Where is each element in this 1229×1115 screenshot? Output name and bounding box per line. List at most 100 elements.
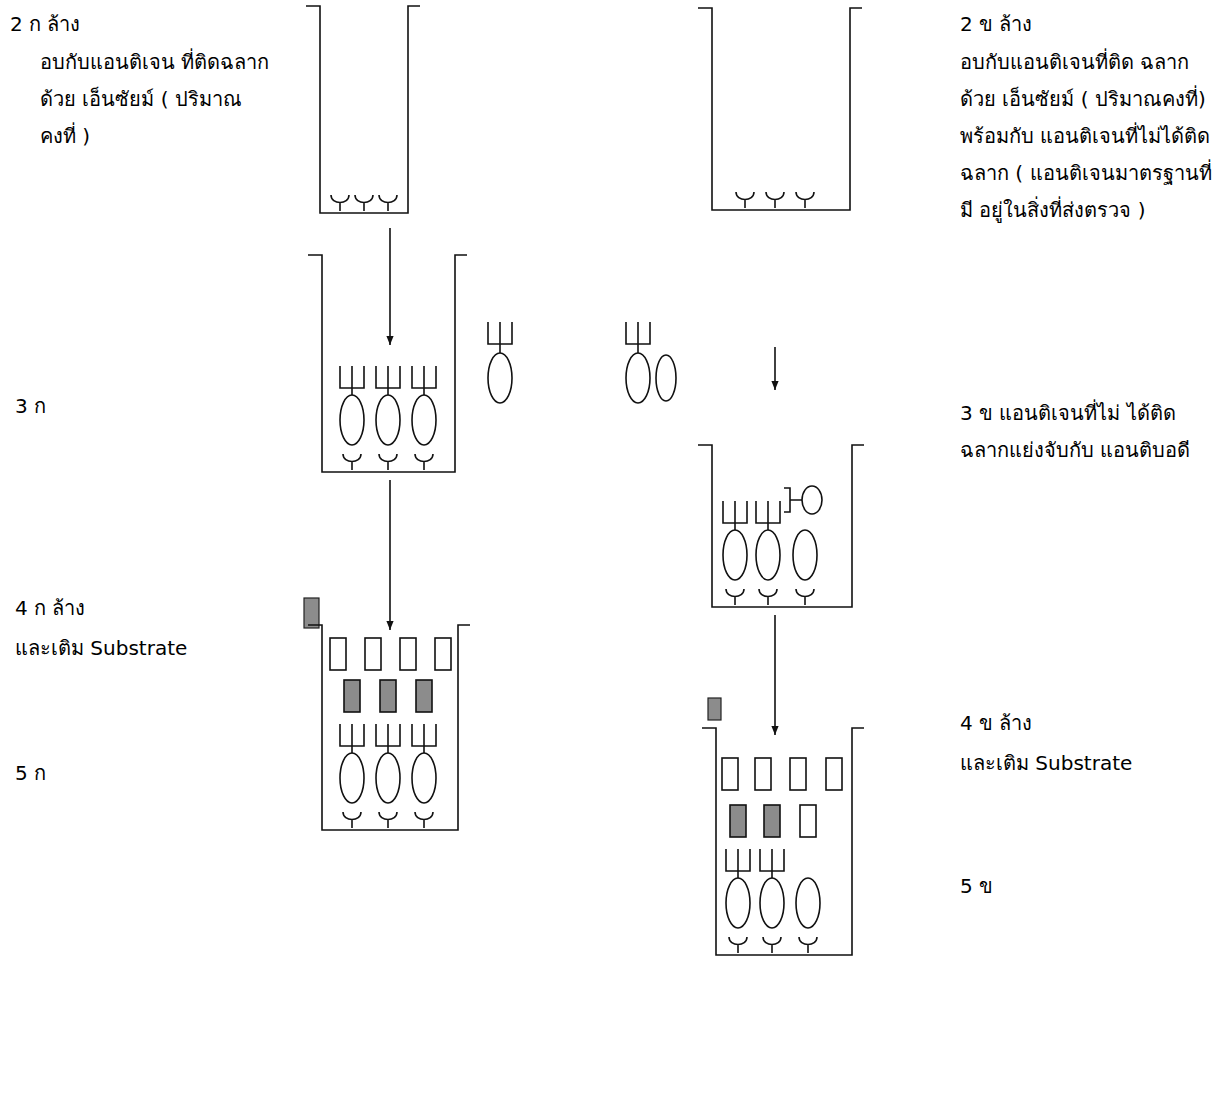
substrate-symbol bbox=[304, 598, 319, 628]
antibody-symbol bbox=[759, 589, 777, 605]
well-group bbox=[698, 445, 864, 607]
well-outline bbox=[308, 255, 467, 472]
enzyme-labelled-antigen bbox=[626, 322, 676, 403]
antibody-symbol bbox=[784, 488, 802, 512]
step-note: และเติม Substrate bbox=[15, 630, 265, 667]
step-heading: 5 ก bbox=[15, 755, 135, 792]
coloured-product bbox=[416, 680, 432, 712]
substrate-symbol bbox=[365, 638, 381, 670]
enzyme-symbol bbox=[626, 322, 650, 353]
antibody-symbol bbox=[415, 812, 433, 828]
enzyme-symbol bbox=[412, 724, 436, 753]
antigen-oval bbox=[723, 530, 747, 580]
antigen-oval bbox=[340, 753, 364, 803]
step-heading: 2 ก ล้าง bbox=[10, 6, 250, 43]
substrate-symbol bbox=[708, 698, 721, 720]
substrate-symbol bbox=[790, 758, 806, 790]
substrate-symbol bbox=[330, 638, 346, 670]
well-group bbox=[306, 6, 420, 213]
step-description: อบกับแอนติเจน ที่ติดฉลากด้วย เอ็นซัยม์ (… bbox=[40, 44, 272, 155]
antigen-oval bbox=[726, 878, 750, 928]
substrate-symbol bbox=[755, 758, 771, 790]
antigen-oval bbox=[376, 753, 400, 803]
unlabelled-antigen-oval bbox=[802, 486, 822, 514]
antibody-symbol bbox=[379, 195, 397, 211]
antigen-oval bbox=[760, 878, 784, 928]
antibody-symbol bbox=[796, 589, 814, 605]
step-description: 3 ข แอนติเจนที่ไม่ ได้ติดฉลากแย่งจับกับ … bbox=[960, 395, 1218, 469]
step-note: และเติม Substrate bbox=[960, 745, 1218, 782]
enzyme-symbol bbox=[756, 501, 780, 530]
step-note: 4 ก ล้าง bbox=[15, 590, 235, 627]
well-step: 2 ข ล้างอบกับแอนติเจนที่ติด ฉลากด้วย เอ็… bbox=[700, 2, 1225, 347]
substrate-symbol bbox=[722, 758, 738, 790]
step-arrow bbox=[389, 228, 391, 345]
antibody-symbol bbox=[763, 937, 781, 953]
enzyme-symbol bbox=[726, 849, 750, 878]
step-arrow bbox=[774, 615, 776, 735]
enzyme-symbol bbox=[340, 366, 364, 395]
antigen-oval bbox=[488, 353, 512, 403]
step-description: อบกับแอนติเจนที่ติด ฉลากด้วย เอ็นซัยม์ (… bbox=[960, 44, 1218, 229]
enzyme-symbol bbox=[723, 501, 747, 530]
well-step: 3 ข แอนติเจนที่ไม่ ได้ติดฉลากแย่งจับกับ … bbox=[700, 390, 1225, 615]
antigen-oval bbox=[340, 395, 364, 445]
antigen-oval bbox=[626, 353, 650, 403]
antibody-symbol bbox=[355, 195, 373, 211]
well-drawing bbox=[8, 630, 508, 835]
antibody-symbol bbox=[415, 454, 433, 470]
step-heading: 3 ก bbox=[15, 388, 135, 425]
antigen-oval bbox=[412, 395, 436, 445]
well-outline bbox=[308, 625, 470, 830]
antigen-oval bbox=[756, 530, 780, 580]
antibody-symbol bbox=[729, 937, 747, 953]
well-group bbox=[702, 728, 864, 955]
coloured-product bbox=[764, 805, 780, 837]
well-step: 5 ก bbox=[8, 630, 508, 835]
substrate-symbol bbox=[435, 638, 451, 670]
well-group bbox=[698, 8, 862, 210]
well-outline bbox=[306, 6, 420, 213]
antigen-oval bbox=[376, 395, 400, 445]
well-outline bbox=[698, 8, 862, 210]
antibody-symbol bbox=[766, 192, 784, 208]
enzyme-symbol bbox=[340, 724, 364, 753]
well-step: 2 ก ล้างอบกับแอนติเจน ที่ติดฉลากด้วย เอ็… bbox=[8, 2, 508, 228]
enzyme-symbol bbox=[412, 366, 436, 395]
well-group bbox=[308, 255, 467, 472]
substrate-symbol bbox=[800, 805, 816, 837]
enzyme-labelled-antigen bbox=[488, 322, 512, 403]
well-step: 3 ก bbox=[8, 345, 508, 480]
antibody-symbol bbox=[796, 192, 814, 208]
substrate-symbol bbox=[826, 758, 842, 790]
step-arrow bbox=[389, 480, 391, 630]
step-heading: 2 ข ล้าง bbox=[960, 6, 1218, 43]
antibody-symbol bbox=[726, 589, 744, 605]
substrate-symbol bbox=[400, 638, 416, 670]
antibody-symbol bbox=[379, 454, 397, 470]
well-outline bbox=[698, 445, 864, 607]
step-heading: 5 ข bbox=[960, 868, 1080, 905]
antigen-oval bbox=[796, 878, 820, 928]
antibody-symbol bbox=[379, 812, 397, 828]
antibody-symbol bbox=[331, 195, 349, 211]
step-arrow bbox=[774, 347, 776, 390]
well-group bbox=[308, 625, 470, 830]
antibody-symbol bbox=[799, 937, 817, 953]
coloured-product bbox=[344, 680, 360, 712]
antigen-oval bbox=[412, 753, 436, 803]
antigen-oval bbox=[793, 530, 817, 580]
antibody-symbol bbox=[343, 454, 361, 470]
enzyme-symbol bbox=[488, 322, 512, 353]
coloured-product bbox=[380, 680, 396, 712]
step-note: 4 ข ล้าง bbox=[960, 705, 1180, 742]
antibody-symbol bbox=[343, 812, 361, 828]
coloured-product bbox=[730, 805, 746, 837]
well-drawing bbox=[8, 2, 508, 228]
well-drawing bbox=[8, 345, 508, 480]
enzyme-symbol bbox=[376, 724, 400, 753]
antibody-symbol bbox=[736, 192, 754, 208]
